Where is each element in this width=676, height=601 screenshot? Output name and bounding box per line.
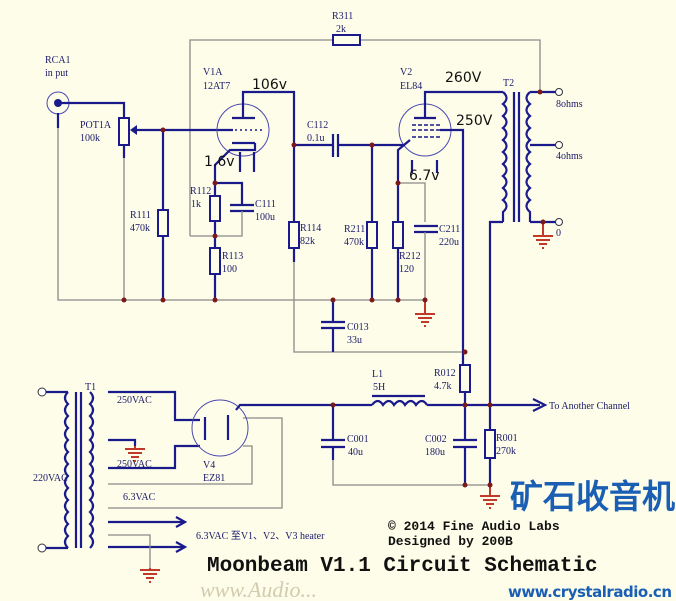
r211-label: R211 — [344, 224, 365, 235]
c002-label: C002 — [425, 434, 447, 445]
v1a-type: 12AT7 — [203, 81, 230, 92]
r001-value: 270k — [496, 446, 516, 457]
r211-value: 470k — [344, 237, 364, 248]
tap-4ohms-label: 4ohms — [556, 151, 583, 162]
r212-label: R212 — [399, 251, 421, 262]
output-label: To Another Channel — [549, 401, 630, 412]
ground-icon — [480, 485, 500, 509]
tap-terminal-8ohm — [555, 88, 563, 96]
ground-icon — [415, 300, 435, 327]
pot1a-value: 100k — [80, 133, 100, 144]
c211-label: C211 — [439, 224, 460, 235]
r113-label: R113 — [222, 251, 243, 262]
output-transformer-t2: T2 8ohms 4ohms 0 — [488, 78, 583, 430]
tube-v2: V2 EL84 260V 250V 6.7v R212 120 C211 220… — [392, 67, 503, 365]
ground-icon — [140, 568, 160, 583]
resistor-r001 — [484, 429, 496, 459]
watermark-faint: www.Audio... — [200, 577, 317, 601]
v4-type: EZ81 — [203, 473, 225, 484]
power-supply: T1 220VAC 250VAC 250VAC 6.3VAC 6.3VAC 至V… — [33, 364, 630, 568]
resistor-r311 — [332, 34, 361, 46]
resistor-r114 — [288, 221, 300, 249]
feedback-network: R311 2k — [189, 11, 541, 236]
v1a-label: V1A — [203, 67, 223, 78]
v2-cathode-voltage: 6.7v — [409, 168, 440, 184]
r112-value: 1k — [191, 199, 201, 210]
c112-value: 0.1u — [307, 133, 325, 144]
r113-value: 100 — [222, 264, 237, 275]
r311-value: 2k — [336, 24, 346, 35]
tap-terminal-4ohm — [555, 141, 563, 149]
resistor-r112 — [209, 195, 221, 222]
tap-0-label: 0 — [556, 228, 561, 239]
r012-value: 4.7k — [434, 381, 452, 392]
l1-value: 5H — [373, 382, 385, 393]
r311-label: R311 — [332, 11, 353, 22]
r111-label: R111 — [130, 210, 151, 221]
resistor-r113 — [209, 247, 221, 275]
v1a-cathode-voltage: 1.6v — [204, 154, 235, 170]
t1-primary-label: 220VAC — [33, 473, 68, 484]
t2-label: T2 — [503, 78, 514, 89]
tap-8ohms-label: 8ohms — [556, 99, 583, 110]
r112-label: R112 — [190, 186, 211, 197]
designer-text: Designed by 200B — [388, 534, 513, 549]
arrow-right-icon — [532, 398, 548, 412]
resistor-r211 — [366, 221, 378, 249]
rca1-value: in put — [45, 68, 68, 79]
pot1a-label: POT1A — [80, 120, 112, 131]
c001-label: C001 — [347, 434, 369, 445]
c002-value: 180u — [425, 447, 445, 458]
junction-dots — [121, 89, 546, 488]
watermark-logo: 矿石收音机 — [510, 477, 675, 516]
coupling: R114 82k C112 0.1u R211 470k C013 33u — [288, 120, 465, 353]
wiper-arrow-icon — [130, 125, 137, 135]
c013-value: 33u — [347, 335, 362, 346]
c111-value: 100u — [255, 212, 275, 223]
copyright-text: © 2014 Fine Audio Labs — [388, 519, 560, 534]
potentiometer-pot1a — [118, 117, 130, 146]
tap-terminal-0 — [555, 218, 563, 226]
resistor-r111 — [157, 209, 169, 237]
ground-symbols — [125, 222, 553, 583]
heater-label: 6.3VAC 至V1、V2、V3 heater — [196, 530, 325, 542]
v4-label: V4 — [203, 460, 215, 471]
ground-icon — [533, 222, 553, 249]
ground-icon — [125, 446, 145, 462]
r012-label: R012 — [434, 368, 456, 379]
resistor-r212 — [392, 221, 404, 249]
r111-value: 470k — [130, 223, 150, 234]
c211-value: 220u — [439, 237, 459, 248]
c112-label: C112 — [307, 120, 328, 131]
c001-value: 40u — [348, 447, 363, 458]
c111-label: C111 — [255, 199, 276, 210]
resistor-r012 — [459, 364, 471, 393]
schematic-title: Moonbeam V1.1 Circuit Schematic — [207, 555, 598, 578]
r114-label: R114 — [300, 223, 321, 234]
rectifier-tube-icon — [191, 399, 249, 457]
t1-sec2-label: 250VAC — [117, 459, 152, 470]
r001-label: R001 — [496, 433, 518, 444]
r114-value: 82k — [300, 236, 315, 247]
v2-label: V2 — [400, 67, 412, 78]
r212-value: 120 — [399, 264, 414, 275]
l1-label: L1 — [372, 369, 383, 380]
v1a-plate-voltage: 106v — [252, 77, 287, 93]
t1-sec3-label: 6.3VAC — [123, 492, 156, 503]
t1-sec1-label: 250VAC — [117, 395, 152, 406]
v2-screen-voltage: 250V — [456, 113, 493, 129]
rca1-label: RCA1 — [45, 55, 71, 66]
tube-v1a: V1A 12AT7 106v 1.6v R112 1k C111 100u R1… — [190, 67, 296, 300]
v2-type: EL84 — [400, 81, 422, 92]
t1-label: T1 — [85, 382, 96, 393]
v2-plate-voltage: 260V — [445, 70, 482, 86]
c013-label: C013 — [347, 322, 369, 333]
watermark-url: www.crystalradio.cn — [508, 583, 672, 601]
